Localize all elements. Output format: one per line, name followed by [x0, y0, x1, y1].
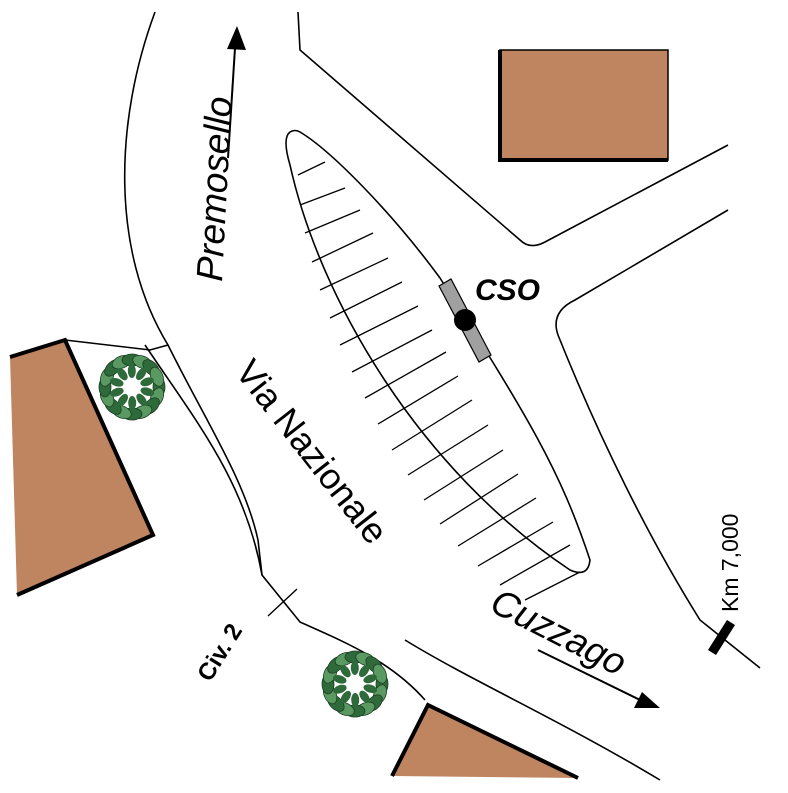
- hatch-line: [477, 521, 554, 567]
- hatch-line: [377, 375, 459, 425]
- road-edge-inner: [144, 344, 263, 576]
- road-edge-east: [557, 334, 761, 669]
- hatch-line: [499, 544, 571, 586]
- hatch-line: [407, 424, 489, 476]
- tree-leaf: [140, 387, 155, 397]
- tree-icon: [98, 353, 166, 421]
- hatch-line: [423, 449, 504, 501]
- road-edge-north: [297, 11, 729, 247]
- tree-leaf: [109, 377, 124, 387]
- building-west: [10, 340, 153, 595]
- tree-leaf: [350, 661, 359, 675]
- cso-marker-icon: [454, 309, 476, 331]
- hatch-line: [351, 329, 433, 373]
- tree-leaf: [359, 664, 370, 678]
- cuzzago-label: Cuzzago: [484, 581, 633, 684]
- building-west-edges: [9, 337, 156, 597]
- hatch-line: [329, 281, 403, 319]
- tree-leaf: [117, 393, 128, 407]
- tree-leaf: [363, 684, 378, 694]
- hatch-line: [319, 257, 389, 291]
- cso-marker: CSO: [438, 274, 540, 363]
- tree-center: [123, 378, 141, 396]
- tree-leaf: [110, 387, 124, 397]
- tree-leaf: [351, 693, 360, 707]
- km-marker-label: Km 7,000: [717, 514, 743, 612]
- hatch-line: [457, 497, 537, 547]
- hatch-line: [311, 232, 374, 263]
- road-edges: [123, 11, 761, 781]
- civic-number-label: Civ. 2: [192, 619, 248, 686]
- tree-leaf: [136, 393, 147, 406]
- tree-leaf: [333, 684, 347, 694]
- cso-label: CSO: [475, 274, 540, 307]
- road-edge-sidewalk: [257, 539, 426, 701]
- road-edge-south: [404, 639, 661, 781]
- tree-leaf: [332, 674, 347, 684]
- building-west-fence: [64, 339, 169, 351]
- tree-leaf: [363, 674, 377, 684]
- hatch-line: [524, 571, 581, 601]
- tree-icon: [321, 650, 389, 718]
- traffic-island: [285, 129, 591, 601]
- tree-leaf: [340, 690, 351, 704]
- building-north-east: [499, 49, 669, 161]
- building-south: [392, 705, 578, 778]
- hatch-line: [339, 305, 419, 346]
- hatch-line: [304, 209, 361, 234]
- tree-leaf: [128, 396, 137, 410]
- hatch-line: [299, 187, 346, 206]
- hatch-line: [297, 161, 326, 176]
- tree-leaf: [117, 368, 128, 381]
- building-south-edges: [390, 702, 579, 780]
- direction-arrow-icon: [537, 649, 660, 708]
- tree-center: [346, 675, 364, 693]
- tree-leaf: [127, 364, 136, 378]
- hatch-line: [391, 399, 473, 451]
- island-outline: [285, 129, 591, 574]
- tree-leaf: [140, 377, 154, 387]
- building-north-east-edges: [498, 50, 668, 162]
- tree-leaf: [359, 690, 370, 703]
- tree-leaf: [136, 367, 147, 381]
- civic-number-leader: [267, 588, 298, 617]
- buildings: [9, 49, 669, 780]
- hatch-line: [364, 351, 447, 399]
- road-edge-east-upper: [555, 209, 729, 336]
- road-edge-west: [123, 11, 259, 541]
- island-hatching: [297, 161, 581, 601]
- km-marker-icon: [708, 620, 735, 655]
- premosello-label: Premosello: [189, 95, 240, 282]
- direction-arrow-icon: [227, 26, 246, 159]
- hatch-line: [439, 473, 519, 525]
- tree-leaf: [340, 665, 351, 678]
